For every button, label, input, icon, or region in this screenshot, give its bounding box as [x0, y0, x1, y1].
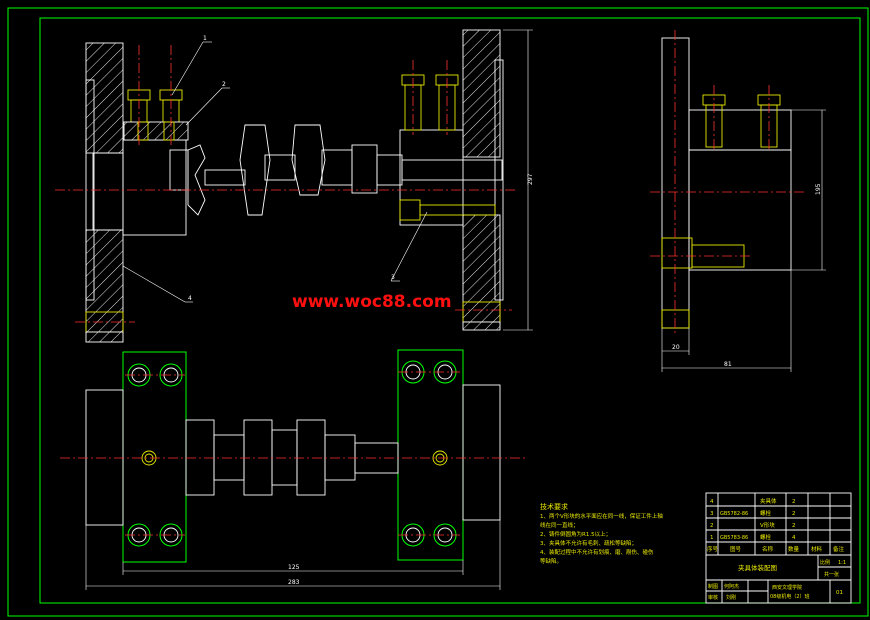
dim-side-width-small: 20	[672, 344, 680, 351]
left-body-web	[92, 152, 124, 231]
notes-line-1: 1、两个V形块的水平面应在同一线，保证工件上轴	[540, 512, 663, 520]
designer-label: 制图	[708, 583, 718, 590]
top-bolt-heads	[127, 360, 457, 547]
header-remark: 备注	[833, 545, 845, 553]
scale-label: 比例	[820, 559, 830, 566]
watermark: www.woc88.com	[292, 292, 452, 312]
header-code: 图号	[730, 545, 742, 553]
right-bracket	[399, 129, 464, 226]
top-left-flange	[85, 389, 124, 526]
side-plate	[661, 37, 690, 329]
part-row-4-qty: 4	[792, 535, 796, 541]
notes-line-4: 3、夹具体不允许有毛刺、疏松等缺陷；	[540, 539, 637, 547]
header-qty: 数量	[788, 545, 800, 553]
part-row-3-no: 2	[710, 523, 714, 529]
reviewer-name: 刘刚	[726, 594, 736, 601]
parts-list: 4 夹具体 2 3 GB5782-86 螺栓 2 2 V形块 2 1 GB578…	[705, 492, 852, 556]
notes-line-5: 4、装配过程中不允许有划痕、磨、剐伤、碰伤	[540, 548, 654, 556]
notes-title: 技术要求	[540, 502, 568, 511]
part-row-1-qty: 2	[792, 499, 796, 505]
part-row-4-code: GB5783-86	[720, 535, 748, 541]
technical-notes: 技术要求 1、两个V形块的水平面应在同一线，保证工件上轴 线在同一直线； 2、铸…	[540, 502, 663, 565]
dim-width-inner: 125	[288, 564, 300, 571]
left-foot-base	[85, 331, 124, 343]
sheet-number: 01	[836, 590, 843, 596]
top-view: 125 283	[60, 349, 525, 590]
part-row-2-name: 螺栓	[760, 509, 772, 517]
part-label-2: 2	[222, 81, 226, 88]
part-row-2-no: 3	[710, 511, 714, 517]
dim-width-outer: 283	[288, 579, 300, 586]
part-row-1-name: 夹具体	[760, 497, 777, 505]
left-body-hatched-lower	[85, 229, 124, 334]
left-body-hatched-upper	[85, 42, 124, 154]
side-body-upper	[688, 109, 792, 151]
part-row-3-qty: 2	[792, 523, 796, 529]
scale-value: 1:1	[838, 560, 846, 566]
crankshaft-front	[169, 124, 503, 216]
right-body-hatched-upper	[462, 29, 501, 158]
class-name: 08级机电（2）班	[770, 593, 810, 600]
inner-border	[39, 17, 861, 604]
designer-name: 何阿杰	[724, 583, 739, 590]
header-name: 名称	[762, 545, 774, 553]
part-row-1-no: 4	[710, 499, 714, 505]
outer-border	[7, 7, 869, 617]
notes-line-6: 等缺陷。	[540, 557, 562, 565]
top-crankshaft	[185, 419, 399, 496]
front-view: 1 2 3 4 297	[55, 29, 534, 343]
dim-side-width-total: 81	[724, 361, 732, 368]
part-row-4-name: 螺栓	[760, 533, 772, 541]
part-label-1: 1	[203, 35, 207, 42]
top-right-flange	[462, 384, 501, 521]
part-row-2-code: GB5782-86	[720, 511, 748, 517]
drawing-name: 夹具体装配图	[738, 563, 777, 572]
notes-line-3: 2、铸件倒圆角为R1.5以上；	[540, 530, 611, 538]
title-block: 夹具体装配图 比例 1:1 共一张 制图 何阿杰 审核 刘刚 西安文理学院 08…	[705, 554, 852, 604]
sheet-count: 共一张	[824, 571, 839, 578]
dim-side-height: 195	[815, 183, 822, 195]
side-bolts	[661, 94, 781, 329]
left-bracket	[122, 139, 187, 236]
right-body-plate	[494, 59, 504, 301]
part-label-4: 4	[188, 295, 192, 302]
header-no: 序号	[707, 545, 719, 553]
part-row-2-qty: 2	[792, 511, 796, 517]
notes-line-2: 线在同一直线；	[540, 521, 579, 529]
side-view: 195 20 81	[650, 30, 826, 372]
part-row-3-name: V形块	[760, 521, 775, 529]
header-material: 材料	[811, 545, 823, 553]
part-label-3: 3	[391, 274, 395, 281]
left-bolts	[123, 89, 189, 141]
reviewer-label: 审核	[708, 594, 718, 601]
dim-height-main: 297	[527, 173, 534, 185]
side-body-main	[688, 149, 792, 271]
right-foot-base	[462, 321, 501, 331]
right-body-hatched-lower	[462, 214, 501, 326]
school-name: 西安文理学院	[772, 584, 802, 591]
part-row-4-no: 1	[710, 535, 714, 541]
